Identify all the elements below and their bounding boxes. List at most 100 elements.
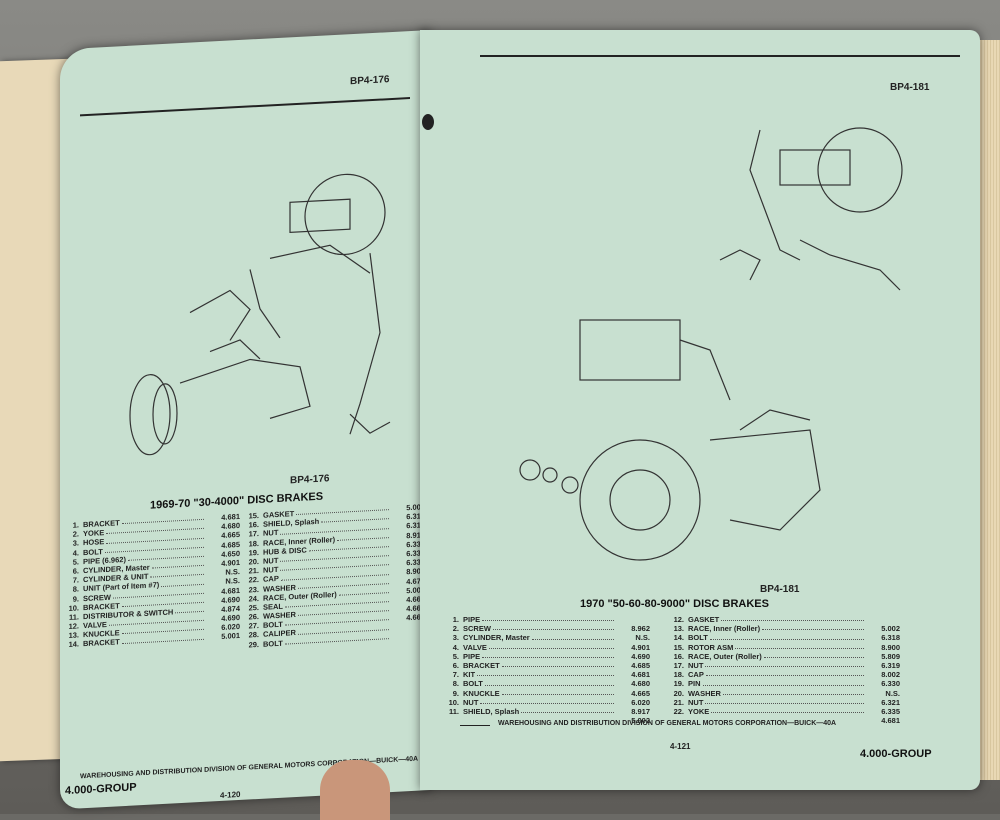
catalog-number: 6.318 [881,633,900,643]
leader-dots [501,689,614,695]
part-number: 10. [448,697,459,707]
catalog-number: N.S. [885,688,900,698]
catalog-number: 4.681 [631,670,650,680]
part-number: 16. [673,651,684,661]
thumb [320,760,390,820]
part-name: SHIELD, Splash [463,706,520,716]
catalog-number: 4.680 [631,679,650,689]
parts-row: 13.RACE, Inner (Roller)5.002 [670,624,900,633]
part-number: 11. [448,706,459,716]
footer-text: WAREHOUSING AND DISTRIBUTION DIVISION OF… [498,720,837,727]
leader-dots [711,707,864,714]
part-name: SCREW [463,624,491,634]
part-name: PIPE [463,615,481,624]
parts-row-extra: 5.002 [445,716,650,725]
diagram-code-mid: BP4-181 [760,584,800,595]
part-name: CAP [688,670,704,680]
part-name: YOKE [688,706,710,716]
header-rule [480,55,960,57]
catalog-number: 6.319 [881,660,900,670]
leader-dots [477,670,614,677]
part-number: 21. [673,697,684,707]
catalog-number: 5.809 [881,651,900,661]
part-number: 22. [673,706,684,716]
parts-row-extra: 4.681 [670,716,900,725]
catalog-number: 6.330 [881,679,900,689]
catalog-number: 4.690 [631,651,650,661]
catalog-number [616,615,650,624]
part-name: NUT [463,697,479,707]
leader-dots [705,670,864,677]
leader-dots [531,633,614,640]
parts-row: 4. VALVE 4.901 [445,643,650,652]
leader-dots [482,652,614,658]
catalog-number: 5.002 [881,624,900,634]
part-name: RACE, Outer (Roller) [688,651,762,661]
catalog-number: N.S. [635,633,650,643]
leader-dots [161,578,204,587]
parts-row: 1.PIPE [445,615,650,624]
leader-dots [763,652,864,658]
right-page: BP4-181 BP4-181 1970 "50-60-80-9000" D [420,30,980,790]
part-number: 4. [452,642,459,652]
catalog-number: 5.002 [631,716,650,726]
leader-dots [480,698,614,704]
leader-dots [175,605,204,614]
leader-dots [338,586,389,596]
page-number: 4-120 [220,789,241,801]
part-name: BOLT [263,638,283,649]
catalog-number: 6.321 [881,697,900,707]
group-label: 4.000-GROUP [860,748,932,760]
part-number: 2. [452,624,459,634]
catalog-number: 8.002 [881,670,900,680]
part-name: BOLT [688,633,708,643]
parts-list-title: 1970 "50-60-80-9000" DISC BRAKES [580,598,769,610]
part-name: GASKET [688,615,720,624]
diagram-code-mid: BP4-176 [290,473,330,487]
part-number: 19. [673,679,684,689]
catalog-number: 4.901 [631,642,650,652]
part-number: 12. [673,615,684,624]
leader-dots [735,643,864,649]
leader-dots [521,707,614,714]
part-number: 14. [68,639,79,650]
parts-row: 19. PIN 6.330 [670,679,900,688]
leader-dots [702,679,864,686]
catalog-number: 8.917 [631,706,650,716]
parts-row: 18. CAP 8.002 [670,670,900,679]
parts-row: 21. NUT 6.321 [670,698,900,707]
part-name: VALVE [463,642,487,652]
parts-row: 10. NUT 6.020 [445,698,650,707]
part-name: BRACKET [83,637,120,649]
catalog-number: 6.020 [631,697,650,707]
part-name: NUT [688,660,704,670]
brake-diagram-left [70,101,420,479]
page-number: 4-121 [670,742,691,751]
leader-dots [762,624,864,631]
part-name: PIN [688,679,701,689]
part-name: KIT [463,670,476,680]
diagram-code-top: BP4-176 [350,74,390,88]
catalog-number: 5.001 [221,631,240,642]
catalog-number: 8.962 [631,624,650,634]
part-name: NUT [688,697,704,707]
part-name: KNUCKLE [463,688,500,698]
catalog-number: 4.681 [881,716,900,726]
leader-dots [709,633,864,640]
part-number: 8. [452,679,459,689]
leader-dots [150,568,204,578]
leader-dots [492,624,614,631]
catalog-number: 4.665 [631,688,650,698]
part-number: 18. [673,670,684,680]
catalog-number [866,615,900,624]
left-page: BP4-176 BP4-176 1969-70 "30-4000" DISC B… [60,30,430,810]
